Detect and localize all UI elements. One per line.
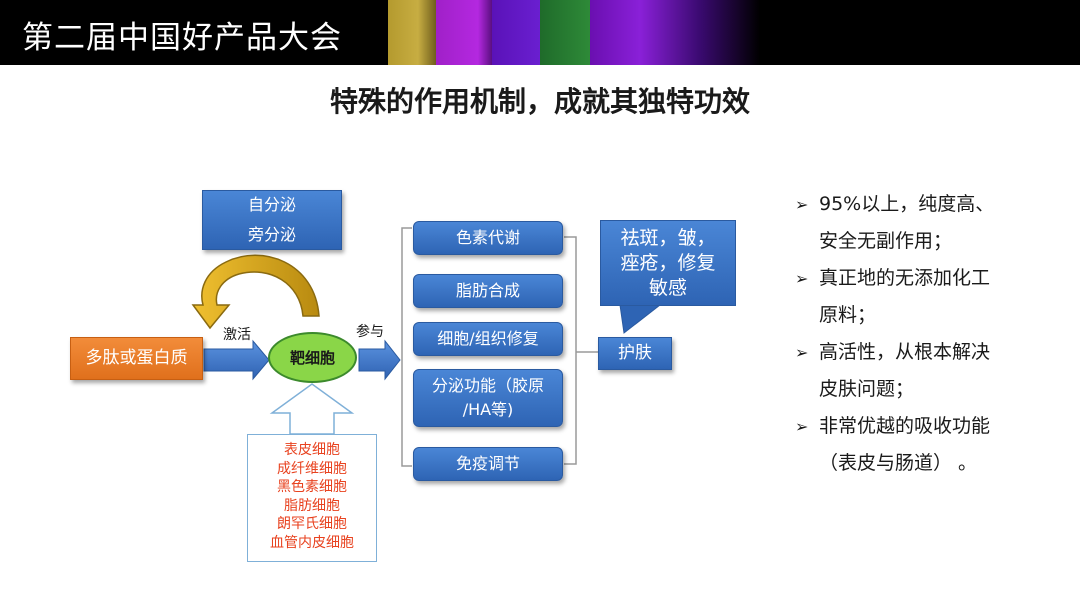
- cell-type-epidermal: 表皮细胞: [284, 442, 340, 458]
- arrow-bullet-icon: ➢: [795, 343, 809, 362]
- target-cell-label: 靶细胞: [289, 349, 335, 367]
- arrow-bullet-icon: ➢: [795, 269, 809, 288]
- benefit-purity: ➢ 95%以上，纯度高、 安全无副作用；: [795, 186, 1065, 260]
- benefit-high-activity: ➢ 高活性，从根本解决 皮肤问题；: [795, 334, 1065, 408]
- arrow-bullet-icon: ➢: [795, 417, 809, 436]
- left-bracket: [401, 227, 412, 467]
- source-box: 多肽或蛋白质: [70, 337, 203, 380]
- slide-title: 特殊的作用机制，成就其独特功效: [329, 85, 750, 118]
- cell-types-list: 表皮细胞 成纤维细胞 黑色素细胞 脂肪细胞 朗罕氏细胞 血管内皮细胞: [247, 434, 377, 562]
- participate-label: 参与: [356, 324, 384, 340]
- benefit-absorption: ➢ 非常优越的吸收功能 （表皮与肠道） 。: [795, 408, 1065, 482]
- skincare-box: 护肤: [598, 337, 672, 370]
- activate-arrow: [203, 339, 270, 381]
- cell-type-fibroblast: 成纤维细胞: [277, 460, 347, 477]
- process-fat-synthesis: 脂肪合成: [413, 274, 563, 308]
- cell-type-langerhans: 朗罕氏细胞: [277, 516, 347, 532]
- process-label: 分泌功能（胶原: [431, 376, 544, 395]
- skincare-label: 护肤: [618, 343, 652, 364]
- process-label: 脂肪合成: [455, 281, 520, 301]
- process-tissue-repair: 细胞/组织修复: [413, 322, 563, 356]
- right-connectors: [564, 236, 598, 465]
- secretion-paracrine: 旁分泌: [247, 225, 296, 244]
- cell-type-melanocyte: 黑色素细胞: [277, 479, 347, 495]
- effects-line-3: 敏感: [648, 277, 687, 299]
- process-immune-regulation: 免疫调节: [413, 447, 563, 481]
- conference-title: 第二届中国好产品大会: [22, 20, 342, 56]
- process-secretion-function: 分泌功能（胶原 /HA等): [413, 369, 563, 427]
- target-cell: 靶细胞: [268, 332, 357, 383]
- secretion-box: 自分泌 旁分泌: [202, 190, 342, 250]
- effects-line-1: 祛斑，皱，: [620, 227, 716, 249]
- benefit-no-additives: ➢ 真正地的无添加化工 原料；: [795, 260, 1065, 334]
- activate-label: 激活: [223, 327, 251, 343]
- arrow-bullet-icon: ➢: [795, 195, 809, 214]
- benefits-list: ➢ 95%以上，纯度高、 安全无副作用； ➢ 真正地的无添加化工 原料； ➢ 高…: [795, 186, 1065, 482]
- callout-pointer: [619, 304, 662, 334]
- effects-callout: 祛斑，皱， 痤疮，修复 敏感: [600, 220, 736, 306]
- source-label: 多肽或蛋白质: [85, 348, 188, 369]
- feedback-curved-arrow: [191, 254, 320, 330]
- process-label-cont: /HA等): [462, 400, 514, 419]
- process-label: 免疫调节: [455, 454, 520, 474]
- header-banner: 第二届中国好产品大会: [0, 0, 1080, 65]
- participate-arrow: [358, 339, 401, 381]
- process-label: 色素代谢: [455, 228, 520, 248]
- effects-line-2: 痤疮，修复: [620, 252, 716, 274]
- hollow-up-arrow: [269, 383, 355, 435]
- secretion-autocrine: 自分泌: [247, 195, 296, 214]
- cell-type-adipocyte: 脂肪细胞: [284, 497, 340, 514]
- cell-type-endothelial: 血管内皮细胞: [270, 534, 354, 551]
- process-label: 细胞/组织修复: [437, 329, 539, 349]
- process-pigment-metabolism: 色素代谢: [413, 221, 563, 255]
